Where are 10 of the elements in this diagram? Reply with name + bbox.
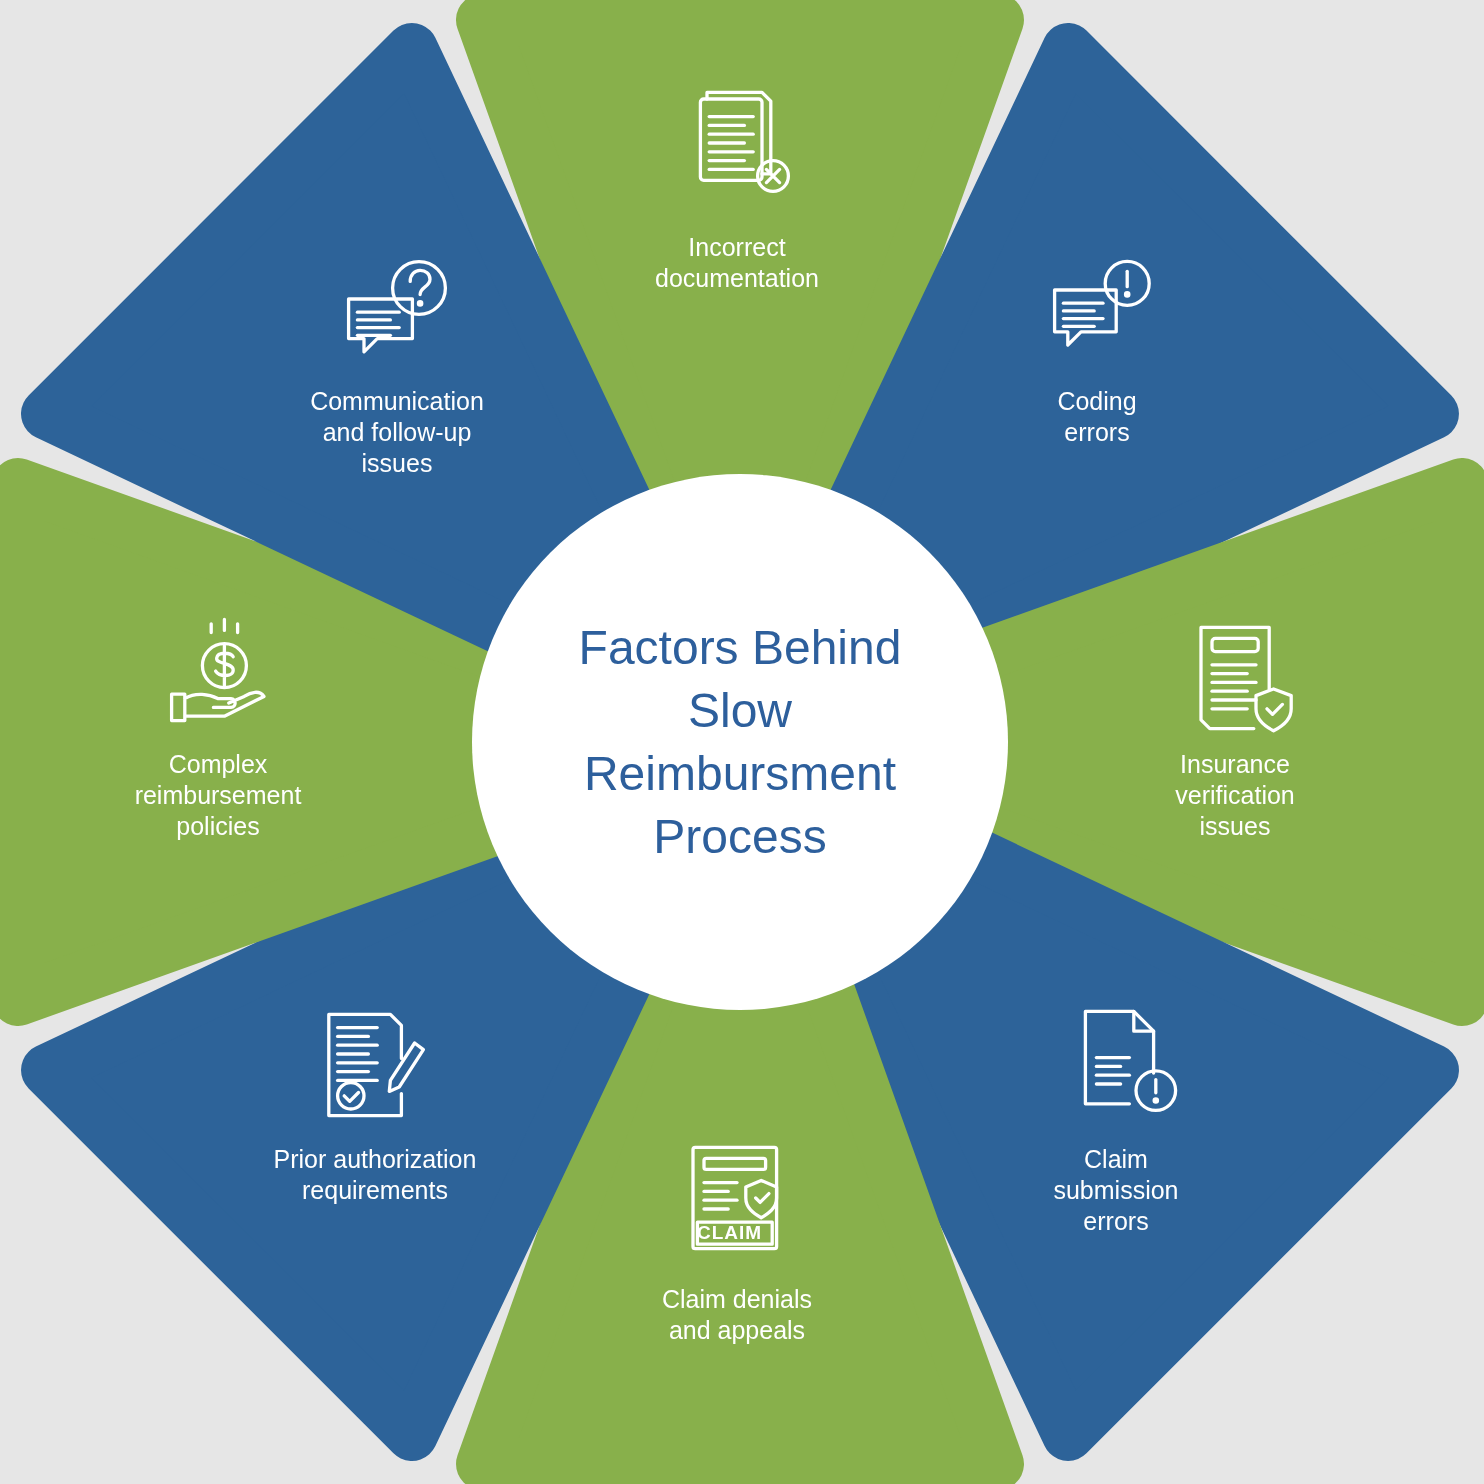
factor-label: Complex reimbursement policies bbox=[133, 748, 303, 842]
factor-label: Claim submission errors bbox=[1052, 1143, 1180, 1237]
factor-label: Communication and follow-up issues bbox=[309, 385, 485, 479]
center-label: Factors Behind Slow Reimbursment Process bbox=[577, 620, 903, 865]
factor-label: Prior authorization requirements bbox=[272, 1144, 478, 1206]
factor-label: Insurance verification issues bbox=[1174, 748, 1296, 842]
factor-label: Incorrect documentation bbox=[654, 232, 820, 294]
form-label: CLAIM bbox=[697, 1223, 763, 1243]
factor-label: Coding errors bbox=[1056, 386, 1138, 448]
factor-label: Claim denials and appeals bbox=[660, 1284, 814, 1346]
